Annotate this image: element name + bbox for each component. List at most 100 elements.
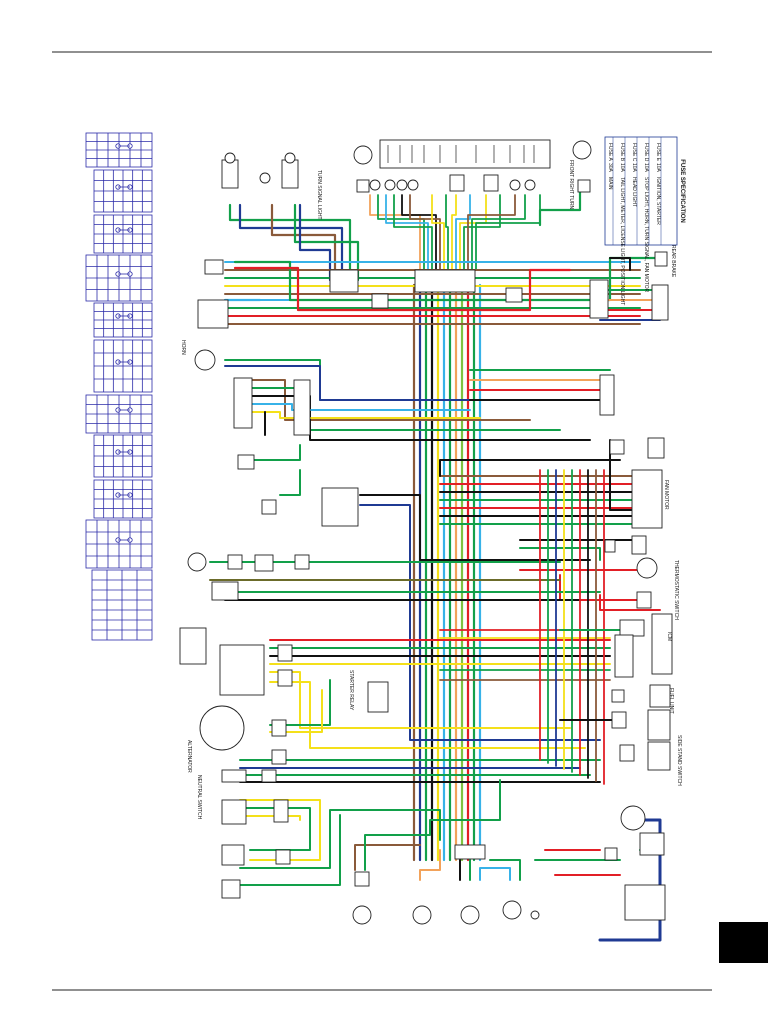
label-fan: FAN MOTOR [663, 480, 669, 510]
meter-housing [379, 139, 551, 169]
label-side_stand: SIDE STAND SWITCH [676, 735, 682, 786]
fuse-row-label: FUSE B [619, 143, 625, 162]
wire [455, 194, 471, 271]
label-neutral_switch: NEUTRAL SWITCH [196, 775, 202, 820]
connector [227, 554, 243, 570]
fuse-row-label: FUSE D [643, 143, 649, 162]
wire [609, 439, 641, 511]
connector [254, 554, 274, 572]
switch-table-turn-signal [93, 339, 153, 393]
connector [273, 799, 289, 823]
wire [609, 257, 631, 271]
wire [385, 194, 429, 271]
horn-icon [620, 805, 646, 831]
rear-bulb-icon [502, 900, 522, 920]
wire [269, 681, 586, 749]
switch-table-brake-light [85, 519, 153, 569]
wire [239, 814, 341, 886]
connector [604, 539, 616, 553]
meter-bulb-icon [407, 179, 419, 191]
regulator [219, 644, 265, 696]
connector [294, 554, 310, 570]
starter-motor-icon [187, 552, 207, 572]
connector [275, 849, 291, 865]
wire [431, 194, 445, 271]
color-code-table [91, 569, 153, 641]
meter-indicator [483, 174, 499, 192]
wire [538, 183, 582, 227]
turn-signal-bulb-icon [353, 145, 373, 165]
meter-bulb-icon [524, 179, 536, 191]
meter-bulb-icon [396, 179, 408, 191]
label-icm: ICM [666, 632, 672, 641]
meter-bulb-icon [509, 179, 521, 191]
connector [237, 454, 255, 470]
connector [611, 711, 627, 729]
tail-light [221, 844, 245, 866]
wire [459, 194, 487, 271]
connector [204, 259, 224, 275]
wire [298, 203, 332, 282]
sensor [179, 627, 207, 665]
connector [604, 847, 618, 861]
switch-table-ignition [85, 132, 153, 168]
wire [409, 194, 441, 271]
control-module [651, 613, 673, 675]
meter-bulb-icon [369, 179, 381, 191]
switch-table-hazard [93, 434, 153, 478]
fuse-row-rating: 10A [643, 163, 649, 173]
connector [261, 769, 277, 783]
connector [221, 799, 247, 825]
wire [599, 594, 661, 611]
wire-harness [209, 183, 662, 942]
horn-button-icon [194, 349, 216, 371]
wire [439, 459, 621, 477]
switch-table-engine-stop [93, 169, 153, 213]
connector [639, 832, 665, 856]
rear-bulb-icon [412, 905, 432, 925]
connector [293, 379, 311, 436]
fuse-row-rating: 10A [655, 163, 661, 173]
rear-bulb-icon [460, 905, 480, 925]
connector [647, 437, 665, 459]
wire [401, 194, 437, 271]
connector [619, 744, 635, 762]
wire [249, 379, 531, 421]
fuse-row-label: FUSE A [607, 143, 613, 161]
connector [371, 293, 389, 309]
wire [377, 194, 425, 271]
wire [463, 194, 501, 271]
wire [364, 779, 501, 871]
fuse-row-label: FUSE C [631, 143, 637, 162]
connector [354, 871, 370, 887]
wire [467, 194, 516, 271]
connector [577, 179, 591, 193]
wire [451, 194, 457, 271]
wire [224, 365, 601, 401]
thermo-switch [636, 591, 652, 609]
fuse-row-circuits: MAIN [607, 177, 613, 190]
switch-table-starter [93, 214, 153, 254]
switch-table-passing [93, 302, 153, 338]
wire [354, 844, 421, 871]
alternator-icon [199, 705, 245, 751]
headlight-glass [284, 152, 296, 164]
label-front_right_turn: FRONT RIGHT TURN [568, 160, 574, 210]
connector [356, 179, 370, 193]
wire [279, 469, 301, 496]
wire [445, 194, 449, 271]
headlight-glass [224, 152, 236, 164]
ignition-switch [321, 487, 359, 527]
label-horn: HORN [180, 340, 186, 355]
connector [609, 439, 625, 455]
wire [369, 194, 421, 271]
meter-indicator [449, 174, 465, 192]
rear-bulb-icon [352, 905, 372, 925]
connector [277, 644, 293, 662]
turn-signal-bulb-icon [572, 140, 592, 160]
wire [270, 203, 337, 282]
wire [228, 203, 352, 282]
label-rear_brake: REAR BRAKE [670, 245, 676, 278]
handlebar-switch [197, 299, 229, 329]
